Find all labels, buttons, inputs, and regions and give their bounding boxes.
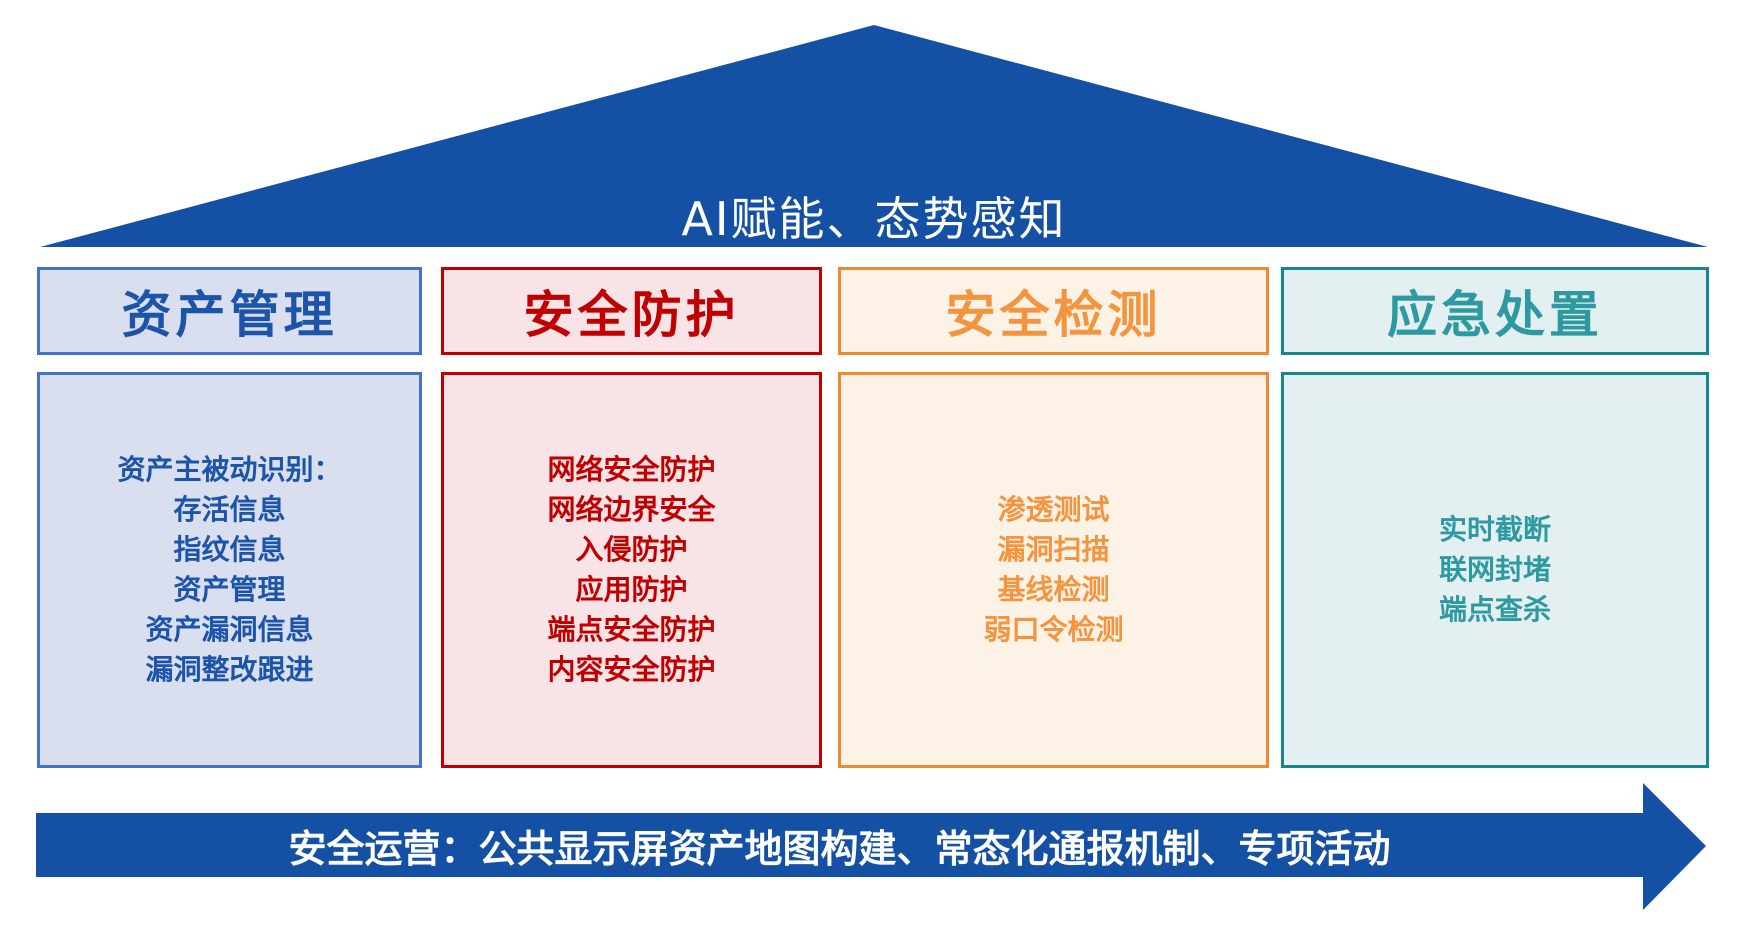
list-item: 漏洞整改跟进 [145,653,314,686]
list-item: 联网封堵 [1438,553,1551,586]
column-header-emergency-response: 应急处置 [1281,267,1709,355]
item-list-emergency-response: 实时截断联网封堵端点查杀 [1439,510,1551,630]
footer-arrow-label: 安全运营：公共显示屏资产地图构建、常态化通报机制、专项活动 [288,826,1391,871]
footer-arrowhead-shape [1643,783,1706,910]
list-item: 资产漏洞信息 [145,613,314,646]
column-header-asset-management: 资产管理 [37,267,422,355]
list-item: 端点安全防护 [547,613,716,646]
list-item: 入侵防护 [575,533,688,566]
column-body-emergency-response: 实时截断联网封堵端点查杀 [1281,372,1709,768]
list-item: 端点查杀 [1438,593,1551,626]
list-item: 基线检测 [997,573,1110,606]
list-item: 渗透测试 [997,493,1110,526]
column-body-security-protection: 网络安全防护网络边界安全入侵防护应用防护端点安全防护内容安全防护 [441,372,822,768]
column-body-security-detection: 渗透测试漏洞扫描基线检测弱口令检测 [838,372,1269,768]
list-item: 网络安全防护 [547,453,716,486]
column-header-security-detection: 安全检测 [838,267,1269,355]
list-item: 资产管理 [173,573,286,606]
list-item: 指纹信息 [173,533,286,566]
item-list-security-detection: 渗透测试漏洞扫描基线检测弱口令检测 [983,490,1123,650]
list-item: 存活信息 [173,493,286,526]
column-header-security-protection: 安全防护 [441,267,822,355]
column-security-protection: 安全防护 网络安全防护网络边界安全入侵防护应用防护端点安全防护内容安全防护 [441,0,822,926]
roof-title: AI赋能、态势感知 [681,192,1067,246]
list-item: 内容安全防护 [547,653,716,686]
list-item: 应用防护 [575,573,688,606]
list-item: 漏洞扫描 [997,533,1110,566]
column-emergency-response: 应急处置 实时截断联网封堵端点查杀 [1281,0,1709,926]
list-item: 网络边界安全 [547,493,716,526]
column-asset-management: 资产管理 资产主被动识别：存活信息指纹信息资产管理资产漏洞信息漏洞整改跟进 [37,0,422,926]
list-item: 实时截断 [1438,513,1551,546]
item-list-security-protection: 网络安全防护网络边界安全入侵防护应用防护端点安全防护内容安全防护 [547,450,715,690]
column-security-detection: 安全检测 渗透测试漏洞扫描基线检测弱口令检测 [838,0,1269,926]
footer-arrow-body: 安全运营：公共显示屏资产地图构建、常态化通报机制、专项活动 [36,813,1643,877]
list-item: 资产主被动识别： [117,453,342,486]
item-list-asset-management: 资产主被动识别： 存活信息指纹信息资产管理资产漏洞信息漏洞整改跟进 [117,450,341,690]
list-item: 弱口令检测 [983,613,1124,646]
column-body-asset-management: 资产主被动识别： 存活信息指纹信息资产管理资产漏洞信息漏洞整改跟进 [37,372,422,768]
